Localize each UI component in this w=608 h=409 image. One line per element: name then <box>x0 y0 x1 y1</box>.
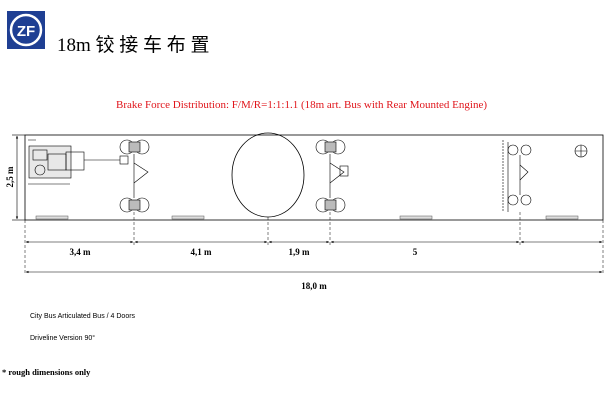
logo-text: ZF <box>17 23 35 40</box>
total-length-label: 18,0 m <box>301 281 327 291</box>
rear-axle-icon <box>502 140 532 212</box>
engine-icon <box>28 139 120 185</box>
zf-logo: ZF <box>7 11 45 49</box>
page-title: 18m 铰 接 车 布 置 <box>57 35 210 56</box>
articulation-turntable <box>231 132 305 218</box>
steering-wheel-icon <box>574 144 588 158</box>
footnote: * rough dimensions only <box>2 367 91 377</box>
segment-label-1: 3,4 m <box>70 247 92 257</box>
middle-axle-icon <box>315 139 349 213</box>
front-axle-icon <box>119 139 150 213</box>
height-label: 2,5 m <box>5 166 15 188</box>
height-dimension <box>12 134 25 221</box>
segment-label-4: 5 <box>413 247 418 257</box>
bus-type-info: City Bus Articulated Bus / 4 Doors <box>30 313 136 320</box>
door-markers <box>35 215 579 220</box>
extension-lines <box>24 212 604 275</box>
driveline-info: Driveline Version 90° <box>30 335 96 342</box>
bus-body-outline <box>24 134 604 221</box>
segment-label-3: 1,9 m <box>289 247 311 257</box>
segment-label-2: 4,1 m <box>191 247 213 257</box>
brake-distribution-subtitle: Brake Force Distribution: F/M/R=1:1:1.1 … <box>116 99 487 111</box>
